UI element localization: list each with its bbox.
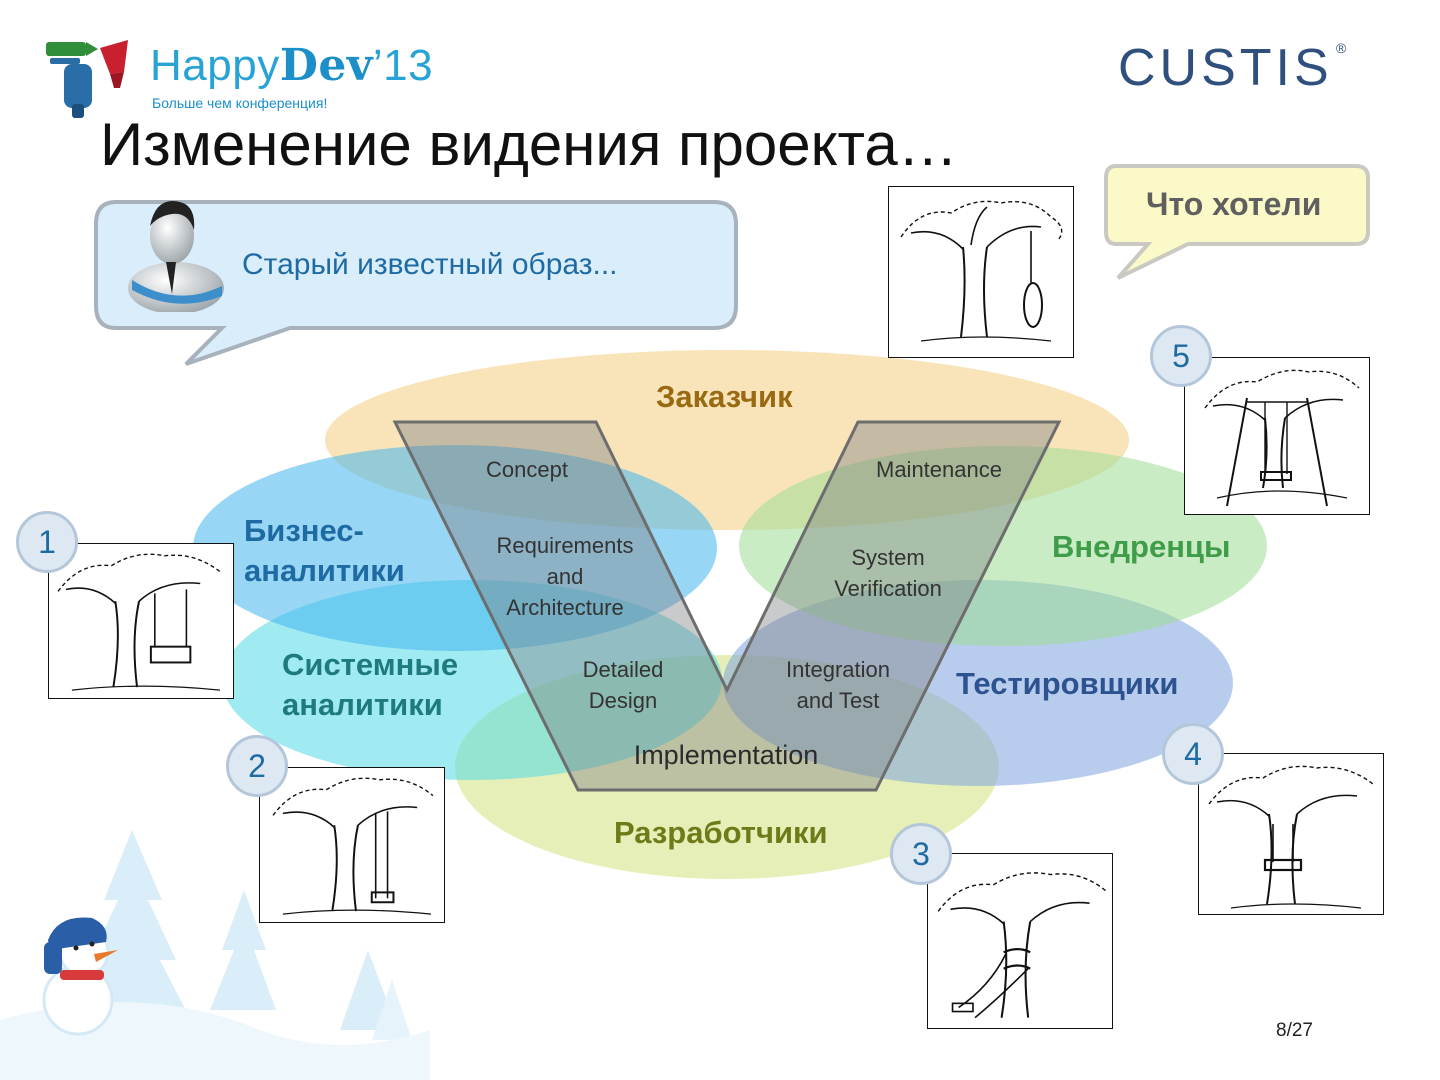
phase-detailed-design: Detailed Design [548,654,698,716]
logo-wordmark: HappyDev’13 [150,40,433,91]
phase-line: and Test [796,688,880,713]
phase-line: Requirements [496,533,634,558]
tree-frame-swing-icon [1204,369,1360,507]
page-number: 8/27 [1276,1020,1313,1041]
badge-1: 1 [16,511,78,573]
happydev-logo-icon [46,40,128,118]
group-testers-label: Тестировщики [956,666,1179,701]
registered-mark: ® [1336,40,1347,56]
tree-sketch-2 [259,767,445,923]
group-label-line: аналитики [282,687,443,722]
group-developers-label: Разработчики [614,815,828,850]
phase-concept: Concept [486,457,568,482]
group-customer-label: Заказчик [656,379,793,414]
phase-line: Integration [786,657,890,682]
tree-sketch-5 [1184,357,1370,515]
group-system-analysts-label: Системные аналитики [282,645,458,725]
phase-line: System [851,545,925,570]
phase-line: Detailed [582,657,664,682]
badge-4: 4 [1162,723,1224,785]
tree-sketch-wanted [888,186,1074,358]
person-icon [128,201,224,312]
speaker-bubble [94,200,738,366]
phase-requirements: Requirements and Architecture [470,530,660,623]
phase-integration: Integration and Test [752,654,924,716]
group-label-line: аналитики [244,553,405,588]
badge-5: 5 [1150,325,1212,387]
speaker-bubble-text: Старый известный образ... [242,248,618,281]
phase-line: Architecture [506,595,624,620]
phase-maintenance: Maintenance [876,457,1002,482]
phase-implementation: Implementation [633,740,819,770]
tree-tall-swing-icon [272,777,434,915]
v-shape [392,420,1062,792]
group-label-line: Системные [282,647,459,682]
wanted-bubble [1104,164,1370,280]
group-label-line: Бизнес- [244,513,364,548]
phase-line: and [546,564,584,589]
tree-sketch-1 [48,543,234,699]
ellipse-business-analysts [193,445,717,651]
badge-2: 2 [226,735,288,797]
tree-sketch-4 [1198,753,1384,915]
ellipse-implementers [739,446,1267,646]
page-title: Изменение видения проекта… [100,111,958,178]
logo-suffix: ’13 [372,41,434,90]
phase-system-verification: System Verification [802,542,974,604]
custis-logo: CUSTIS [1118,39,1333,97]
tree-sketch-3 [927,853,1113,1029]
winter-decoration-icon [0,830,430,1080]
logo-tagline: Больше чем конференция! [152,95,328,111]
tree-trunk-swing-icon [1208,765,1374,909]
wanted-bubble-text: Что хотели [1146,186,1322,222]
logo-prefix: Happy [150,41,280,90]
phase-line: Design [588,688,658,713]
tree-plank-swing-icon [57,553,221,691]
badge-3: 3 [890,823,952,885]
phase-line: Verification [834,576,942,601]
logo-bold: Dev [279,40,373,91]
group-implementers-label: Внедренцы [1052,529,1231,564]
group-business-analysts-label: Бизнес- аналитики [244,511,405,591]
tree-tire-swing-icon [900,200,1063,342]
tree-wrapped-swing-icon [937,872,1107,1019]
